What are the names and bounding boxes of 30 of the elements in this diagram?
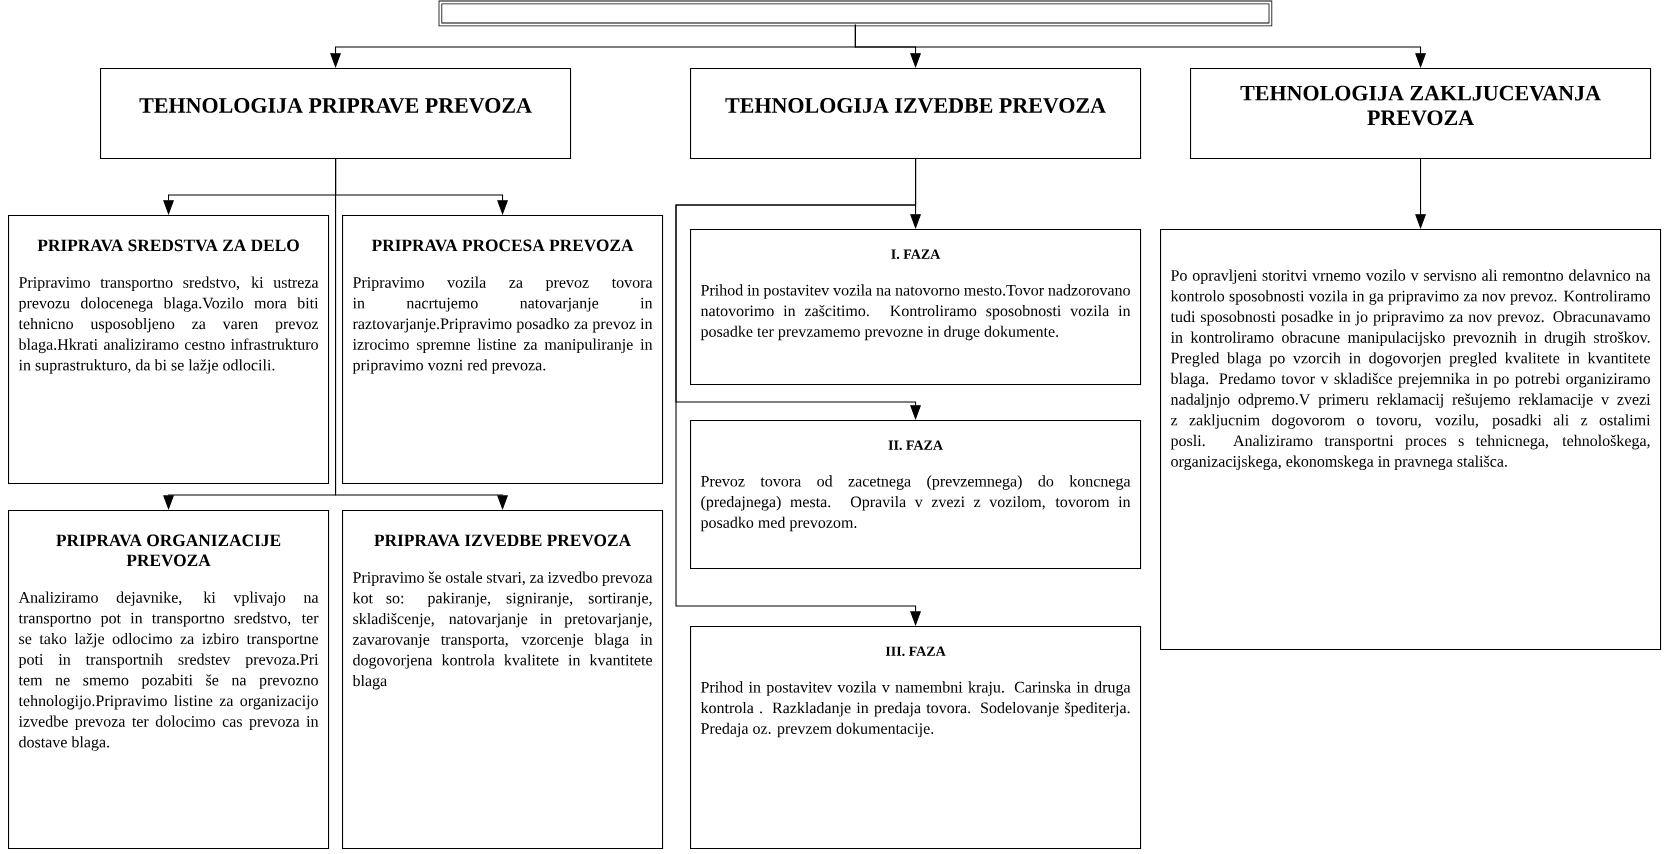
process-box (1160, 229, 1662, 651)
process-box (690, 626, 1142, 850)
box-heading: PRIPRAVA IZVEDBE PREVOZA (374, 534, 631, 547)
box-text: Prihod in postavitev vozila na natovorno mesto.Tovor nadzorovano natovorimo in zašcitimo. Kontroliramo sposobnosti vozila in posadke ter prevzamemo prevozne in druge dokumente. (700, 284, 1131, 341)
box-text: Prevoz tovora od zacetnega (prevzemnega) do koncnega (predajnega) mesta. Opravila v zvezi z vozilom, tovorom in posadko med prevozom. (700, 475, 1131, 532)
box-text: Analiziramo dejavnike, ki vplivajo na transportno pot in transportno sredstvo, ter se tako lažje odlocimo za izbiro transportne poti in transportnih sredstev prevoza.Pri tem ne smemo pozabiti še na prevozno tehnologijo.Pripravimo listine za organizacijo izvedbe prevoza ter dolocimo cas prevoza in dostave blaga. (18, 591, 319, 751)
box-text: Pripravimo transportno sredstvo, ki ustreza prevozu dolocenega blaga.Vozilo mora biti tehnicno usposobljeno za varen prevoz blaga.Hkrati analiziramo cestno infrastrukturo in suprastrukturo, da bi se lažje odlocili. (18, 276, 319, 374)
box-heading: III. FAZA (885, 646, 946, 656)
box-heading: II. FAZA (888, 440, 943, 450)
box-heading: PRIPRAVA SREDSTVA ZA DELO (37, 239, 299, 252)
process-box (8, 510, 330, 850)
process-box (100, 68, 572, 160)
process-box (342, 510, 664, 850)
process-box (690, 229, 1142, 386)
box-heading: TEHNOLOGIJA ZAKLJUCEVANJA PREVOZA (1240, 85, 1601, 126)
box-heading: TEHNOLOGIJA PRIPRAVE PREVOZA (139, 98, 532, 113)
box-heading: PRIPRAVA PROCESA PREVOZA (371, 239, 634, 252)
process-box (1190, 68, 1652, 160)
process-box (342, 215, 664, 485)
process-box (690, 420, 1142, 570)
header-box (438, 0, 1273, 27)
process-box (690, 68, 1142, 160)
box-heading: PRIPRAVA ORGANIZACIJE PREVOZA (56, 534, 281, 567)
box-text: Prihod in postavitev vozila v namembni kraju. Carinska in druga kontrola . Razkladanje in predaja tovora. Sodelovanje špediterja. Predaja oz. prevzem dokumentacije. (700, 681, 1131, 738)
process-box (8, 215, 330, 485)
box-heading: I. FAZA (891, 249, 941, 259)
box-text: Pripravimo še ostale stvari, za izvedbo prevoza kot so: pakiranje, signiranje, sortiranje, skladišcenje, natovarjanje in pretovarjanje, zavarovanje transporta, vzorcenje blaga in dogovorjena kontrola kvalitete in kvantitete blaga (352, 571, 653, 690)
box-text: Po opravljeni storitvi vrnemo vozilo v servisno ali remontno delavnico na kontrolo sposobnosti vozila in ga pripravimo za nov prevoz. Kontroliramo tudi sposobnosti posadke in jo pripravimo za nov prevoz. Obracunavamo in kontroliramo obracune manipulacijsko prevoznih in drugih stroškov. Pregled blaga po vzorcih in dogovorjen pregled kvalitete in kvantitete blaga. Predamo tovor v skladišce prejemnika in po potrebi organiziramo nadaljnjo odpremo.V primeru reklamacij rešujemo reklamacije v zvezi z zakljucnim dogovorom o tovoru, vozilu, posadki ali z ostalimi posli. Analiziramo transportni proces s tehnicnega, tehnološkega, organizacijskega, ekonomskega in pravnega stališca. (1170, 269, 1651, 471)
box-text: Pripravimo vozila za prevoz tovora in nacrtujemo natovarjanje in raztovarjanje.Pripravimo posadko za prevoz in izrocimo spremne listine za manipuliranje in pripravimo vozni red prevoza. (352, 276, 653, 374)
box-heading: TEHNOLOGIJA IZVEDBE PREVOZA (725, 98, 1106, 113)
